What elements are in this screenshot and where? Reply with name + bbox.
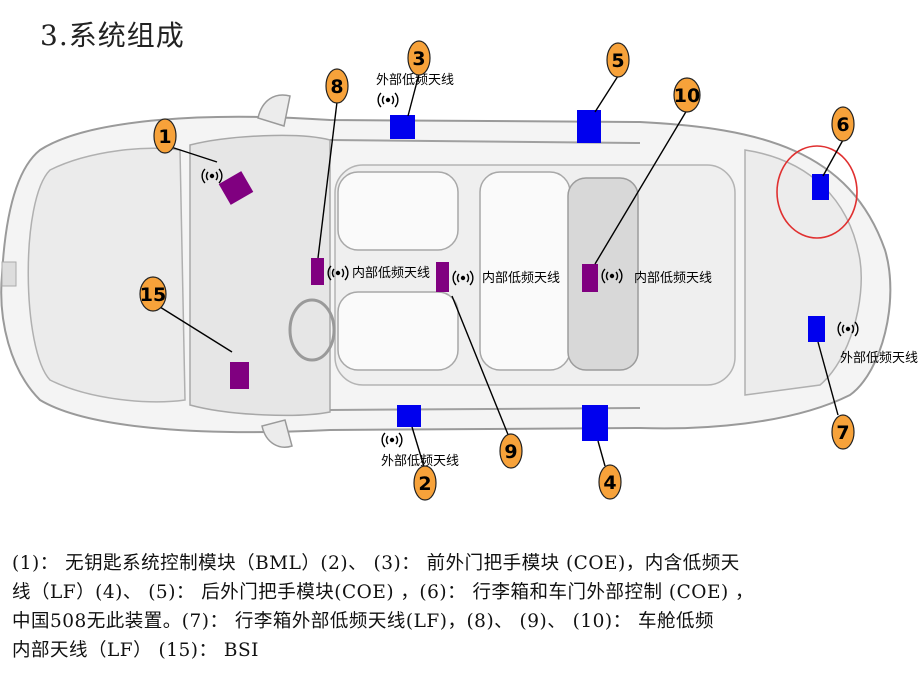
callout-8-number: 8 — [330, 76, 343, 98]
callout-2: 2 — [413, 465, 437, 501]
callout-2-number: 2 — [418, 473, 431, 495]
caption-line-3: 中国508无此装置。(7)： 行李箱外部低频天线(LF)，(8)、 (9)、 (… — [12, 611, 714, 632]
trunk-control-module — [812, 174, 829, 200]
int-antenna-mid — [436, 262, 449, 292]
callout-6-number: 6 — [836, 114, 849, 136]
trunk-highlight-circle — [776, 145, 858, 239]
callout-6: 6 — [831, 106, 855, 142]
callout-4: 4 — [598, 464, 622, 500]
callout-15-number: 15 — [140, 284, 166, 306]
ext-antenna-label-front-top: 外部低频天线 — [376, 73, 454, 88]
front-handle-top — [390, 115, 415, 139]
callout-1-number: 1 — [158, 126, 171, 148]
caption-line-2: 线（LF）(4)、 (5)： 后外门把手模块(COE) ，(6)： 行李箱和车门… — [12, 582, 755, 603]
int-antenna-label-rear: 内部低频天线 — [634, 270, 712, 286]
callout-5: 5 — [606, 42, 630, 78]
signal-waves-icon — [377, 92, 399, 108]
int-antenna-label-front: 内部低频天线 — [352, 265, 430, 281]
caption-line-4: 内部天线（LF） (15)： BSI — [12, 640, 259, 661]
page-title: 3.系统组成 — [40, 19, 185, 52]
callout-7-number: 7 — [836, 422, 849, 444]
callout-10: 10 — [673, 77, 701, 113]
callout-10-number: 10 — [674, 85, 700, 107]
callout-1: 1 — [153, 118, 177, 154]
callout-3: 3 — [407, 40, 431, 76]
callout-7: 7 — [831, 414, 855, 450]
front-handle-bottom — [397, 405, 421, 427]
callout-5-number: 5 — [611, 50, 624, 72]
rear-handle-bottom — [582, 405, 608, 441]
callout-3-number: 3 — [412, 48, 425, 70]
callout-15: 15 — [139, 276, 167, 312]
caption: (1)： 无钥匙系统控制模块（BML）(2)、 (3)： 前外门把手模块 (CO… — [12, 549, 907, 665]
bsi-module — [230, 362, 249, 389]
int-antenna-front — [311, 258, 324, 285]
int-antenna-label-mid: 内部低频天线 — [482, 270, 560, 286]
caption-line-1: (1)： 无钥匙系统控制模块（BML）(2)、 (3)： 前外门把手模块 (CO… — [12, 553, 740, 574]
int-antenna-rear — [582, 264, 598, 292]
rear-handle-top — [577, 110, 601, 143]
callout-9: 9 — [499, 433, 523, 469]
signal-waves-icon — [381, 432, 403, 448]
ext-antenna-label-trunk: 外部低频天线 — [840, 351, 918, 366]
bml-module — [218, 171, 254, 205]
ext-antenna-label-front-bottom: 外部低频天线 — [381, 454, 459, 469]
leader-lines — [159, 73, 844, 471]
callout-9-number: 9 — [504, 441, 517, 463]
callout-8: 8 — [325, 68, 349, 104]
car-system-diagram: 外部低频天线 外部低频天线 外部低频天线 内部低频天线 内部低频天线 内部低频天… — [0, 40, 918, 501]
trunk-ext-antenna — [808, 316, 825, 342]
callout-4-number: 4 — [603, 472, 616, 494]
